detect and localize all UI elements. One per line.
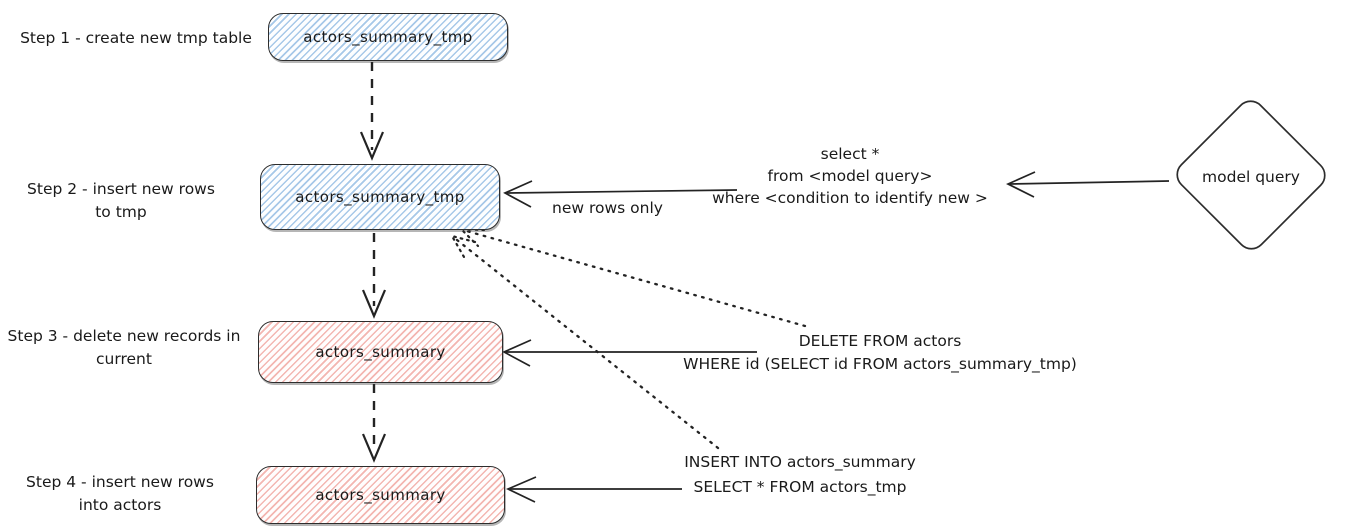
arrowhead-sql	[1006, 171, 1036, 198]
arrow-newrows-to-tmp	[505, 189, 738, 194]
arrowhead-step2	[359, 131, 385, 161]
dotted-line-delete-ref	[461, 228, 807, 328]
insert-sql-text: INSERT INTO actors_summary SELECT * FROM…	[684, 453, 916, 496]
step-3-label: Step 3 - delete new records in current	[7, 327, 241, 368]
step-1-label: Step 1 - create new tmp table	[20, 29, 252, 47]
arrowhead-summary	[502, 339, 532, 367]
node-actors-summary-step4: actors_summary	[256, 466, 505, 524]
arrowhead-tmp	[503, 180, 533, 208]
model-query-sql-text: select * from <model query> where <condi…	[712, 145, 988, 207]
dotted-line-insert-ref	[450, 234, 720, 450]
node-label: actors_summary_tmp	[295, 188, 465, 206]
node-actors-summary-step3: actors_summary	[258, 321, 503, 383]
arrowhead-step3	[361, 289, 387, 319]
node-label: actors_summary	[315, 343, 446, 361]
new-rows-only-label: new rows only	[552, 199, 663, 217]
step-2-label: Step 2 - insert new rows to tmp	[27, 180, 215, 221]
node-label: actors_summary_tmp	[303, 28, 473, 46]
model-query-diamond	[1176, 100, 1326, 250]
dotted-arrowhead-insert	[449, 234, 477, 259]
delete-sql-text: DELETE FROM actors WHERE id (SELECT id F…	[683, 332, 1077, 373]
node-actors-summary-tmp-step1: actors_summary_tmp	[268, 13, 508, 61]
node-label: actors_summary	[315, 486, 446, 504]
arrow-modelquery-to-sql	[1009, 180, 1170, 185]
model-query-node-label: model query	[1202, 168, 1300, 186]
step-4-label: Step 4 - insert new rows into actors	[26, 473, 214, 514]
arrowhead-summary2	[505, 476, 537, 503]
arrowhead-step4	[361, 433, 387, 463]
node-actors-summary-tmp-step2: actors_summary_tmp	[260, 164, 500, 230]
dotted-arrowhead-delete	[458, 227, 486, 248]
